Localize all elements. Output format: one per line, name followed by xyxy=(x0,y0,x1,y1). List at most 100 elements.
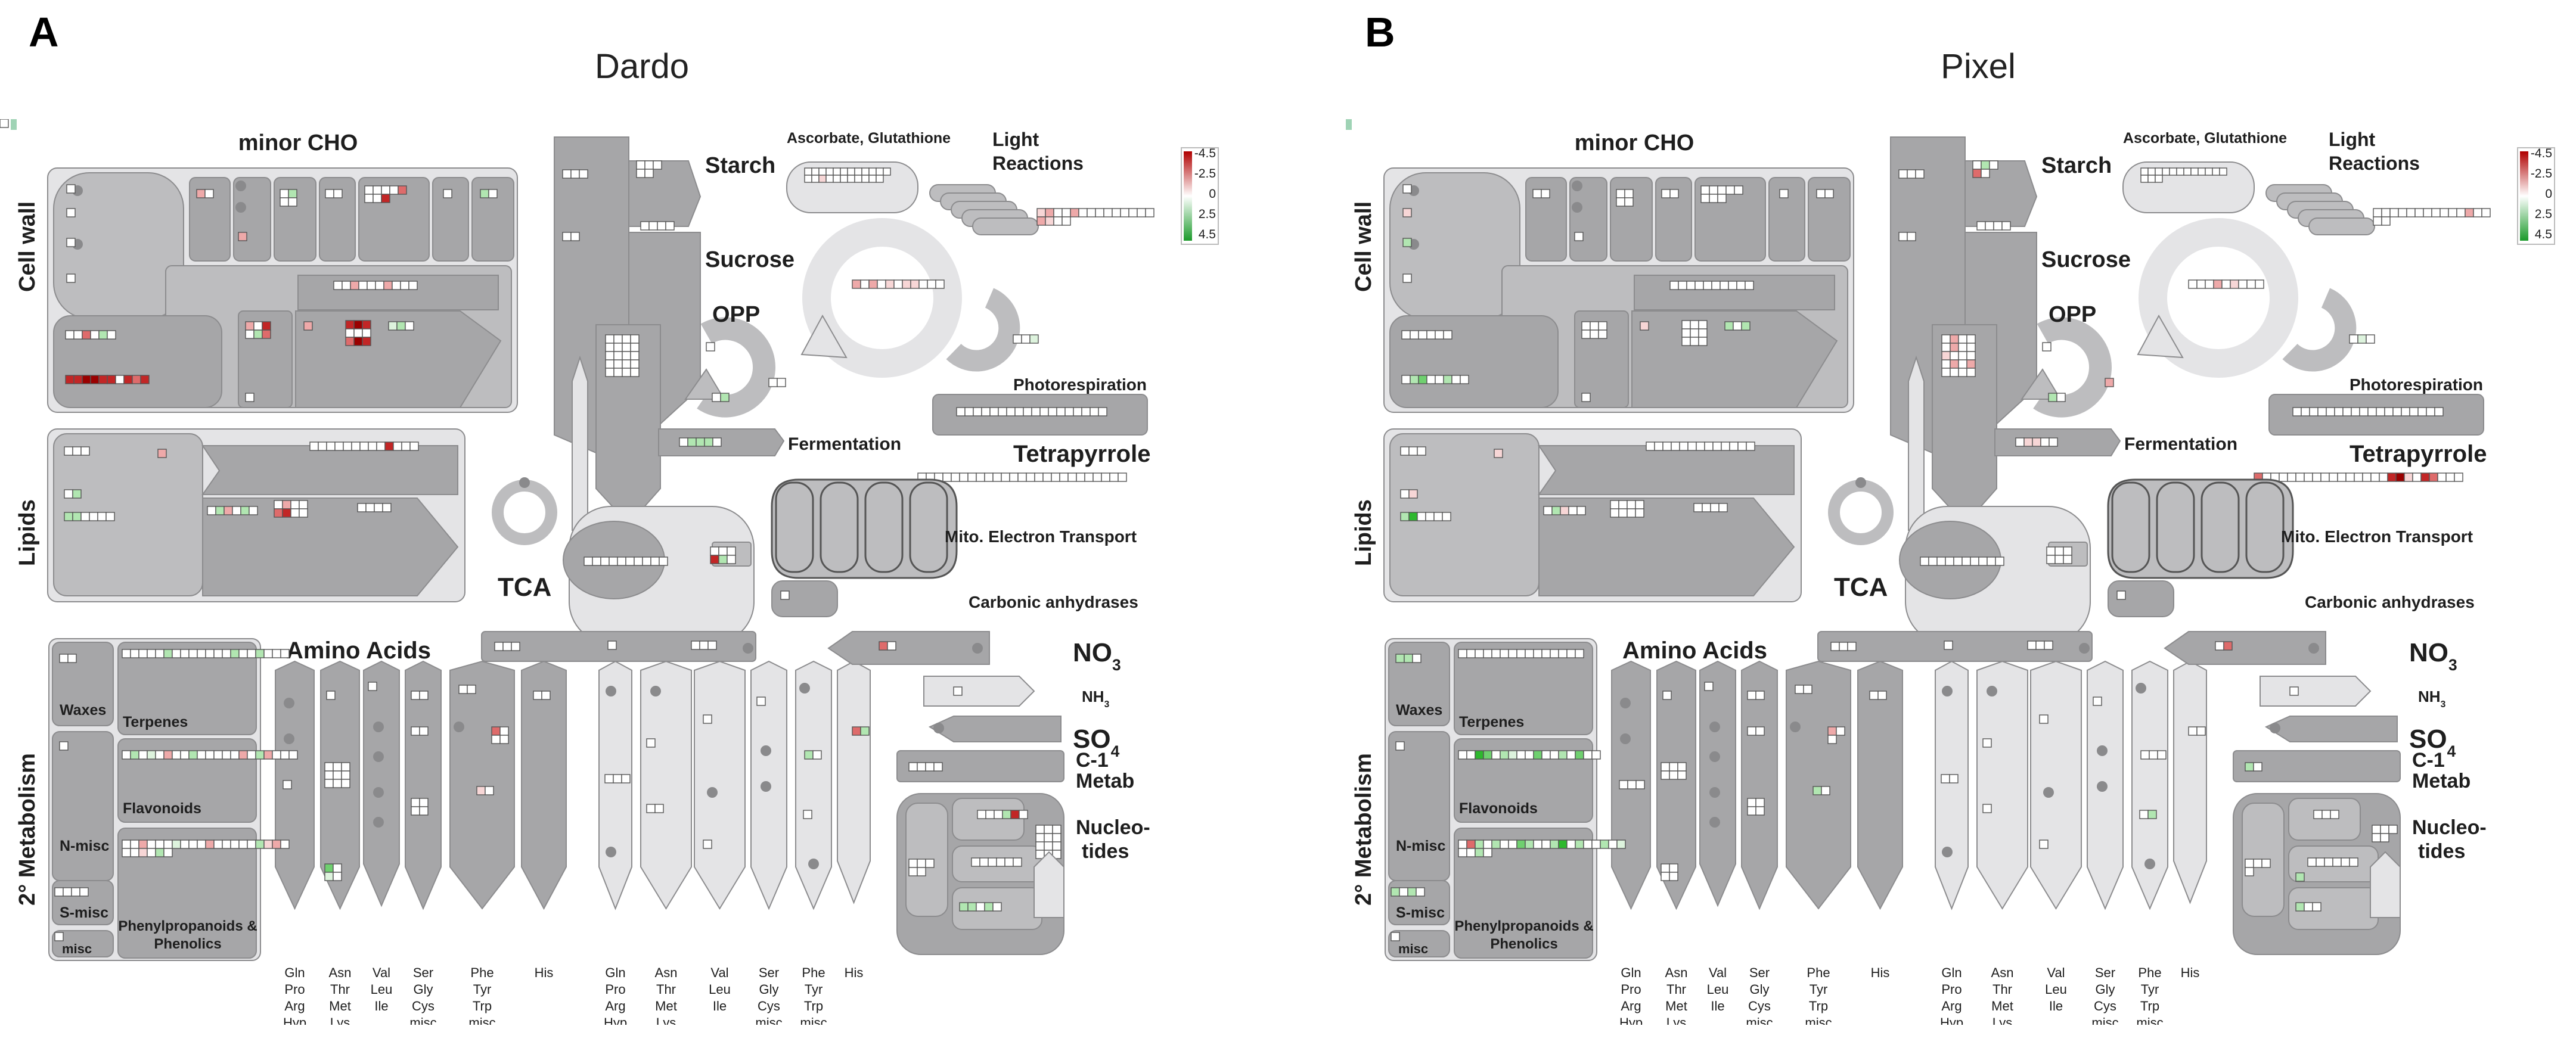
ascorbate-label: Ascorbate, Glutathione xyxy=(787,130,951,147)
gene-square xyxy=(1095,208,1104,217)
gene-square xyxy=(282,500,291,509)
gene-square xyxy=(2349,857,2358,867)
gene-square xyxy=(712,437,722,447)
waxes-box xyxy=(52,642,114,726)
gene-square xyxy=(908,867,918,876)
gene-square xyxy=(2046,546,2056,556)
gene-dot xyxy=(808,859,819,869)
gene-square xyxy=(2048,393,2057,402)
gene-square xyxy=(494,642,504,651)
so4-label-main: SO xyxy=(1073,724,1111,754)
gene-square xyxy=(325,189,334,198)
gene-square xyxy=(1591,750,1601,760)
gene-square xyxy=(2147,167,2156,176)
gene-square xyxy=(130,649,139,658)
gene-square xyxy=(1045,208,1054,217)
gene-square xyxy=(2429,472,2438,482)
gene-square xyxy=(324,872,334,881)
gene-square xyxy=(1067,472,1077,482)
gene-square xyxy=(98,375,108,384)
gene-square xyxy=(642,556,651,566)
aa-group-label: Tyr xyxy=(1810,982,1828,997)
gene-square xyxy=(324,779,334,788)
gene-square xyxy=(622,343,631,352)
aa-group-label: Asn xyxy=(1665,965,1688,980)
c1-label-1: C-1 xyxy=(1076,749,1109,772)
gene-square xyxy=(720,393,730,402)
region-shape xyxy=(2108,580,2174,617)
gene-square xyxy=(2155,167,2163,176)
gene-square xyxy=(1073,407,1082,416)
gene-square xyxy=(1733,321,1742,331)
legend-tick: 4.5 xyxy=(1199,228,1216,241)
gene-square xyxy=(2437,472,2447,482)
gene-square xyxy=(1128,208,1138,217)
aa-group-label: Thr xyxy=(1992,982,2012,997)
gene-square xyxy=(1779,189,1789,198)
gene-square xyxy=(868,279,878,289)
aa-group-label: Gln xyxy=(1621,965,1641,980)
gene-square xyxy=(562,232,572,241)
gene-square xyxy=(2245,762,2254,772)
nucleotides-label-1: Nucleo- xyxy=(2412,816,2487,839)
gene-square xyxy=(1418,330,1427,340)
gene-square xyxy=(2426,407,2435,416)
gene-square xyxy=(1696,441,1705,451)
gene-square xyxy=(157,449,167,458)
gene-square xyxy=(1698,320,1708,329)
gene-square xyxy=(2205,167,2213,176)
aa-bar xyxy=(481,631,756,662)
gene-square xyxy=(1112,208,1121,217)
gene-square xyxy=(240,506,250,515)
gene-square xyxy=(59,654,69,663)
gene-square xyxy=(687,437,697,447)
gene-dot xyxy=(707,787,718,798)
gene-square xyxy=(2140,175,2149,183)
gene-square xyxy=(1078,208,1088,217)
gene-square xyxy=(2253,859,2262,868)
gene-square xyxy=(272,839,281,849)
gene-dot xyxy=(799,683,810,694)
gene-square xyxy=(1721,441,1730,451)
gene-square xyxy=(1966,343,1976,352)
phenylpropanoids-box xyxy=(1454,828,1593,959)
gene-square xyxy=(1103,208,1113,217)
gene-square xyxy=(147,848,156,857)
gene-square xyxy=(992,472,1002,482)
gene-square xyxy=(1677,770,1687,780)
aa-column xyxy=(521,660,567,910)
gene-square xyxy=(852,726,861,736)
gene-square xyxy=(2253,762,2262,772)
gene-square xyxy=(2332,857,2342,867)
gene-square xyxy=(262,321,271,331)
gene-square xyxy=(1950,351,1959,360)
gene-square xyxy=(196,189,206,198)
region-shape xyxy=(432,177,469,262)
gene-square xyxy=(1981,169,1990,178)
gene-square xyxy=(967,472,977,482)
gene-square xyxy=(1402,273,1412,283)
gene-square xyxy=(2304,472,2313,482)
legend-tick: -2.5 xyxy=(2531,167,2552,181)
gene-square xyxy=(1052,841,1062,851)
gene-square xyxy=(1002,810,1011,819)
gene-square xyxy=(2445,472,2455,482)
gene-square xyxy=(97,512,107,521)
gene-square xyxy=(696,437,705,447)
gene-square xyxy=(1669,872,1678,881)
cell-wall-label: Cell wall xyxy=(15,201,40,292)
gene-square xyxy=(1034,472,1044,482)
gene-square xyxy=(630,343,640,352)
gene-square xyxy=(393,441,402,451)
gene-square xyxy=(1019,810,1028,819)
gene-square xyxy=(2093,696,2102,706)
gene-square xyxy=(2040,437,2050,447)
aa-group-label: Met xyxy=(1665,999,1687,1013)
gene-square xyxy=(1677,762,1687,772)
gene-square xyxy=(1694,281,1704,290)
gene-square xyxy=(2230,279,2239,289)
gene-square xyxy=(122,848,131,857)
gene-square xyxy=(868,167,877,176)
gene-square xyxy=(79,887,89,897)
flavonoids-label: Flavonoids xyxy=(123,800,201,817)
